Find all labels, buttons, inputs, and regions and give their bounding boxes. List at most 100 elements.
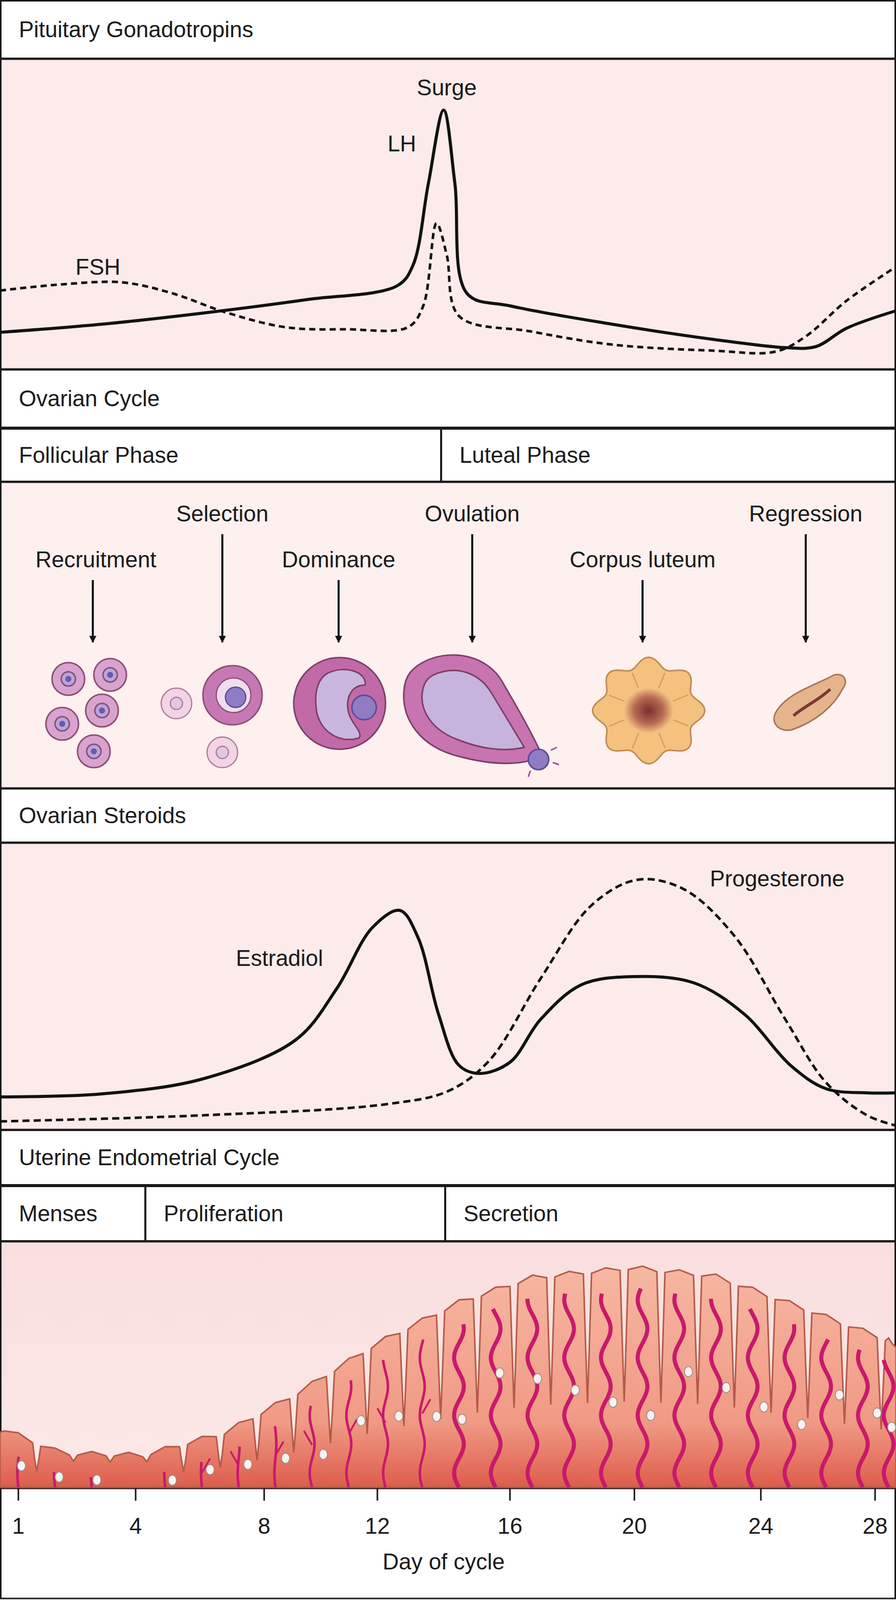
spiral-artery (164, 1472, 166, 1489)
spiral-artery (491, 1309, 501, 1489)
gland-lumen (759, 1402, 768, 1413)
luteal-fold (658, 733, 665, 749)
luteal-body (592, 657, 705, 765)
spiral-artery (527, 1299, 537, 1489)
axis-title: Day of cycle (382, 1550, 505, 1575)
dominant-follicle (293, 657, 386, 750)
spiral-artery (858, 1350, 868, 1489)
luteal-fold (658, 673, 665, 689)
header-band: Pituitary Gonadotropins (0, 0, 896, 60)
gonadotropin-panel (1, 59, 896, 370)
tick-label: 16 (497, 1514, 523, 1540)
spiral-artery (309, 1406, 315, 1489)
band-label: Menses (18, 1201, 98, 1227)
luteal-fold (608, 720, 625, 727)
band-label: Ovarian Cycle (18, 386, 160, 412)
gland-lumen (432, 1412, 441, 1423)
gland-lumen (571, 1385, 580, 1396)
progesterone-curve (0, 879, 896, 1126)
band-label: Uterine Endometrial Cycle (18, 1145, 280, 1171)
stage-arrows (92, 534, 806, 643)
axis-panel (1, 1489, 896, 1600)
spiral-artery (748, 1309, 758, 1489)
spiral-artery (454, 1324, 465, 1489)
header-band: Secretion (444, 1186, 896, 1243)
tick-mark (509, 1489, 511, 1502)
gland-lumen (646, 1411, 655, 1422)
artery-branch (422, 1399, 431, 1415)
gland-lumen (722, 1383, 731, 1394)
luteal-fold (632, 673, 639, 689)
header-band: Uterine Endometrial Cycle (0, 1130, 896, 1187)
spiral-artery (17, 1457, 19, 1489)
header-band: Menses (0, 1186, 146, 1243)
recruitment-follicles (45, 658, 127, 768)
tick-label: 12 (365, 1514, 391, 1540)
spiral-artery (821, 1340, 832, 1489)
luteal-fold (673, 720, 689, 727)
gland-lumen (533, 1374, 542, 1385)
spiral-artery (200, 1462, 202, 1489)
band-label: Luteal Phase (459, 442, 591, 469)
gland-lumen (797, 1420, 806, 1431)
steroid-panel (1, 843, 896, 1131)
band-label: Proliferation (163, 1201, 284, 1227)
spiral-artery (601, 1294, 611, 1489)
stage-label: Selection (175, 501, 269, 527)
tick-mark (263, 1489, 266, 1502)
hormone-label: FSH (75, 254, 121, 280)
spiral-artery (274, 1426, 277, 1489)
gland-lumen (281, 1453, 290, 1465)
header-band: Ovarian Steroids (0, 788, 896, 844)
band-label: Ovarian Steroids (18, 803, 187, 829)
selection-follicles (161, 666, 263, 768)
header-band: Follicular Phase (0, 428, 442, 483)
spiral-artery (54, 1472, 56, 1489)
stage-label: Regression (749, 501, 863, 527)
gland-lumen (684, 1367, 693, 1378)
gland-lumen (55, 1472, 64, 1483)
luteal-core (624, 688, 674, 734)
tick-label: 28 (862, 1514, 888, 1540)
header-band: Luteal Phase (440, 428, 896, 483)
spiral-artery (382, 1360, 389, 1489)
tick-mark (17, 1489, 20, 1502)
gland-lumen (92, 1475, 101, 1486)
artery-branch (348, 1420, 357, 1435)
artery-branch (275, 1442, 284, 1457)
tick-mark (874, 1489, 877, 1502)
artery-branch (303, 1431, 313, 1446)
spiral-artery (346, 1380, 351, 1489)
hormone-label: Estradiol (235, 946, 323, 971)
gland-lumen (17, 1461, 26, 1472)
gland-lumen (243, 1460, 252, 1471)
gland-lumen (608, 1397, 618, 1408)
stage-label: Recruitment (35, 547, 157, 573)
luteal-fold (632, 733, 639, 749)
band-label: Secretion (463, 1201, 559, 1227)
estradiol-curve (0, 910, 896, 1098)
gland-lumen (457, 1414, 467, 1425)
artery-branch (230, 1451, 239, 1467)
tick-mark (760, 1489, 762, 1502)
tick-mark (376, 1489, 379, 1502)
gland-lumen (495, 1368, 504, 1379)
band-label: Pituitary Gonadotropins (18, 16, 254, 43)
ovulating-follicle (403, 655, 559, 778)
header-band: Ovarian Cycle (0, 369, 896, 429)
tick-label: 20 (622, 1514, 648, 1540)
lh-curve (0, 110, 896, 349)
tick-label: 4 (129, 1514, 142, 1540)
tick-label: 8 (258, 1514, 271, 1540)
luteal-fold (608, 695, 625, 702)
gland-lumen (168, 1475, 177, 1487)
gland-lumen (319, 1449, 328, 1461)
corpus-luteum (592, 657, 705, 765)
artery-branch (377, 1409, 386, 1424)
hormone-curves (0, 110, 896, 1126)
stage-label: Corpus luteum (569, 547, 716, 573)
tick-mark (135, 1489, 137, 1502)
tick-label: 24 (748, 1514, 774, 1540)
gland-lumen (394, 1411, 403, 1422)
